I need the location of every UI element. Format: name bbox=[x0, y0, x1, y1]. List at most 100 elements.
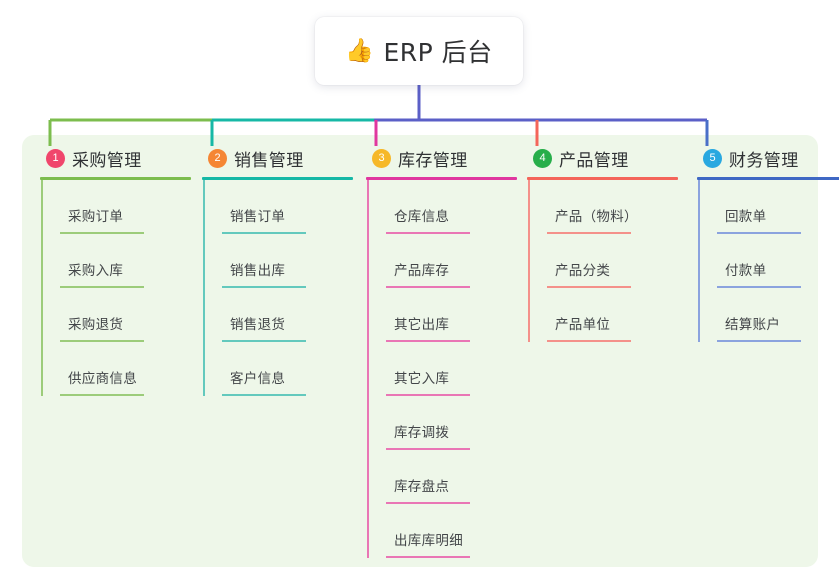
category-column: 1 采购管理采购订单采购入库采购退货供应商信息 bbox=[40, 144, 191, 396]
menu-item-underline bbox=[60, 232, 144, 234]
diagram-panel bbox=[22, 135, 818, 567]
menu-item[interactable]: 采购退货 bbox=[60, 288, 191, 342]
menu-item-underline bbox=[547, 286, 631, 288]
root-node-card[interactable]: 👍 ERP 后台 bbox=[315, 17, 523, 85]
category-items: 采购订单采购入库采购退货供应商信息 bbox=[40, 180, 191, 396]
category-header[interactable]: 5 财务管理 bbox=[697, 144, 839, 172]
menu-item[interactable]: 付款单 bbox=[717, 234, 839, 288]
menu-item[interactable]: 其它入库 bbox=[386, 342, 517, 396]
category-title: 销售管理 bbox=[234, 150, 304, 171]
menu-item-underline bbox=[547, 340, 631, 342]
menu-item-label: 产品（物料） bbox=[555, 209, 638, 225]
menu-item-underline bbox=[386, 394, 470, 396]
root-node-title: 👍 ERP 后台 bbox=[345, 33, 492, 69]
category-items: 回款单付款单结算账户 bbox=[697, 180, 839, 342]
menu-item-label: 出库库明细 bbox=[394, 533, 463, 549]
menu-item-underline bbox=[386, 502, 470, 504]
menu-item[interactable]: 客户信息 bbox=[222, 342, 353, 396]
menu-item-label: 产品库存 bbox=[394, 263, 450, 279]
menu-item-label: 采购入库 bbox=[68, 263, 124, 279]
root-node-label: ERP 后台 bbox=[383, 38, 493, 67]
branch-spine bbox=[528, 180, 530, 342]
menu-item[interactable]: 销售出库 bbox=[222, 234, 353, 288]
category-number-badge: 5 bbox=[703, 148, 722, 168]
menu-item[interactable]: 产品分类 bbox=[547, 234, 678, 288]
menu-item[interactable]: 采购订单 bbox=[60, 180, 191, 234]
menu-item-label: 库存盘点 bbox=[394, 479, 450, 495]
menu-item[interactable]: 出库库明细 bbox=[386, 504, 517, 558]
category-underline bbox=[527, 177, 678, 180]
menu-item-underline bbox=[60, 286, 144, 288]
menu-item-label: 回款单 bbox=[725, 209, 767, 225]
branch-spine bbox=[203, 180, 205, 396]
menu-item-underline bbox=[547, 232, 631, 234]
category-header[interactable]: 3 库存管理 bbox=[366, 144, 517, 172]
category-title: 财务管理 bbox=[729, 150, 799, 171]
menu-item[interactable]: 仓库信息 bbox=[386, 180, 517, 234]
category-column: 5 财务管理回款单付款单结算账户 bbox=[697, 144, 839, 342]
menu-item[interactable]: 产品库存 bbox=[386, 234, 517, 288]
menu-item-underline bbox=[717, 286, 801, 288]
menu-item-underline bbox=[222, 394, 306, 396]
menu-item-label: 产品分类 bbox=[555, 263, 611, 279]
menu-item-label: 产品单位 bbox=[555, 317, 611, 333]
menu-item-label: 客户信息 bbox=[230, 371, 286, 387]
category-number-badge: 3 bbox=[372, 148, 391, 168]
category-underline bbox=[697, 177, 839, 180]
category-header[interactable]: 1 采购管理 bbox=[40, 144, 191, 172]
thumbs-up-icon: 👍 bbox=[345, 37, 375, 64]
menu-item-underline bbox=[717, 340, 801, 342]
branch-spine bbox=[41, 180, 43, 396]
category-number-badge: 4 bbox=[533, 148, 552, 168]
menu-item-label: 付款单 bbox=[725, 263, 767, 279]
menu-item[interactable]: 其它出库 bbox=[386, 288, 517, 342]
menu-item-label: 其它出库 bbox=[394, 317, 450, 333]
category-title: 产品管理 bbox=[559, 150, 629, 171]
category-number-badge: 1 bbox=[46, 148, 65, 168]
menu-item-label: 销售退货 bbox=[230, 317, 286, 333]
menu-item-label: 仓库信息 bbox=[394, 209, 450, 225]
menu-item-underline bbox=[717, 232, 801, 234]
menu-item-underline bbox=[386, 556, 470, 558]
menu-item[interactable]: 产品单位 bbox=[547, 288, 678, 342]
menu-item-underline bbox=[386, 448, 470, 450]
menu-item[interactable]: 供应商信息 bbox=[60, 342, 191, 396]
menu-item[interactable]: 销售订单 bbox=[222, 180, 353, 234]
category-title: 采购管理 bbox=[72, 150, 142, 171]
menu-item[interactable]: 销售退货 bbox=[222, 288, 353, 342]
branch-spine bbox=[367, 180, 369, 558]
category-items: 销售订单销售出库销售退货客户信息 bbox=[202, 180, 353, 396]
menu-item-underline bbox=[386, 286, 470, 288]
category-header[interactable]: 2 销售管理 bbox=[202, 144, 353, 172]
category-items: 仓库信息产品库存其它出库其它入库库存调拨库存盘点出库库明细 bbox=[366, 180, 517, 558]
menu-item-label: 销售出库 bbox=[230, 263, 286, 279]
menu-item-underline bbox=[222, 340, 306, 342]
menu-item-underline bbox=[60, 394, 144, 396]
menu-item-label: 采购退货 bbox=[68, 317, 124, 333]
category-number-badge: 2 bbox=[208, 148, 227, 168]
menu-item-underline bbox=[386, 232, 470, 234]
category-underline bbox=[202, 177, 353, 180]
menu-item-label: 采购订单 bbox=[68, 209, 124, 225]
menu-item[interactable]: 采购入库 bbox=[60, 234, 191, 288]
category-column: 4 产品管理产品（物料） 产品分类产品单位 bbox=[527, 144, 678, 342]
menu-item[interactable]: 结算账户 bbox=[717, 288, 839, 342]
menu-item-label: 结算账户 bbox=[725, 317, 781, 333]
branch-spine bbox=[698, 180, 700, 342]
category-underline bbox=[40, 177, 191, 180]
category-title: 库存管理 bbox=[398, 150, 468, 171]
menu-item-underline bbox=[222, 232, 306, 234]
menu-item-label: 销售订单 bbox=[230, 209, 286, 225]
category-header[interactable]: 4 产品管理 bbox=[527, 144, 678, 172]
menu-item[interactable]: 库存调拨 bbox=[386, 396, 517, 450]
menu-item-underline bbox=[60, 340, 144, 342]
menu-item[interactable]: 回款单 bbox=[717, 180, 839, 234]
category-underline bbox=[366, 177, 517, 180]
menu-item[interactable]: 库存盘点 bbox=[386, 450, 517, 504]
category-items: 产品（物料） 产品分类产品单位 bbox=[527, 180, 678, 342]
menu-item-underline bbox=[222, 286, 306, 288]
category-column: 2 销售管理销售订单销售出库销售退货客户信息 bbox=[202, 144, 353, 396]
menu-item-label: 库存调拨 bbox=[394, 425, 450, 441]
menu-item[interactable]: 产品（物料） bbox=[547, 180, 678, 234]
